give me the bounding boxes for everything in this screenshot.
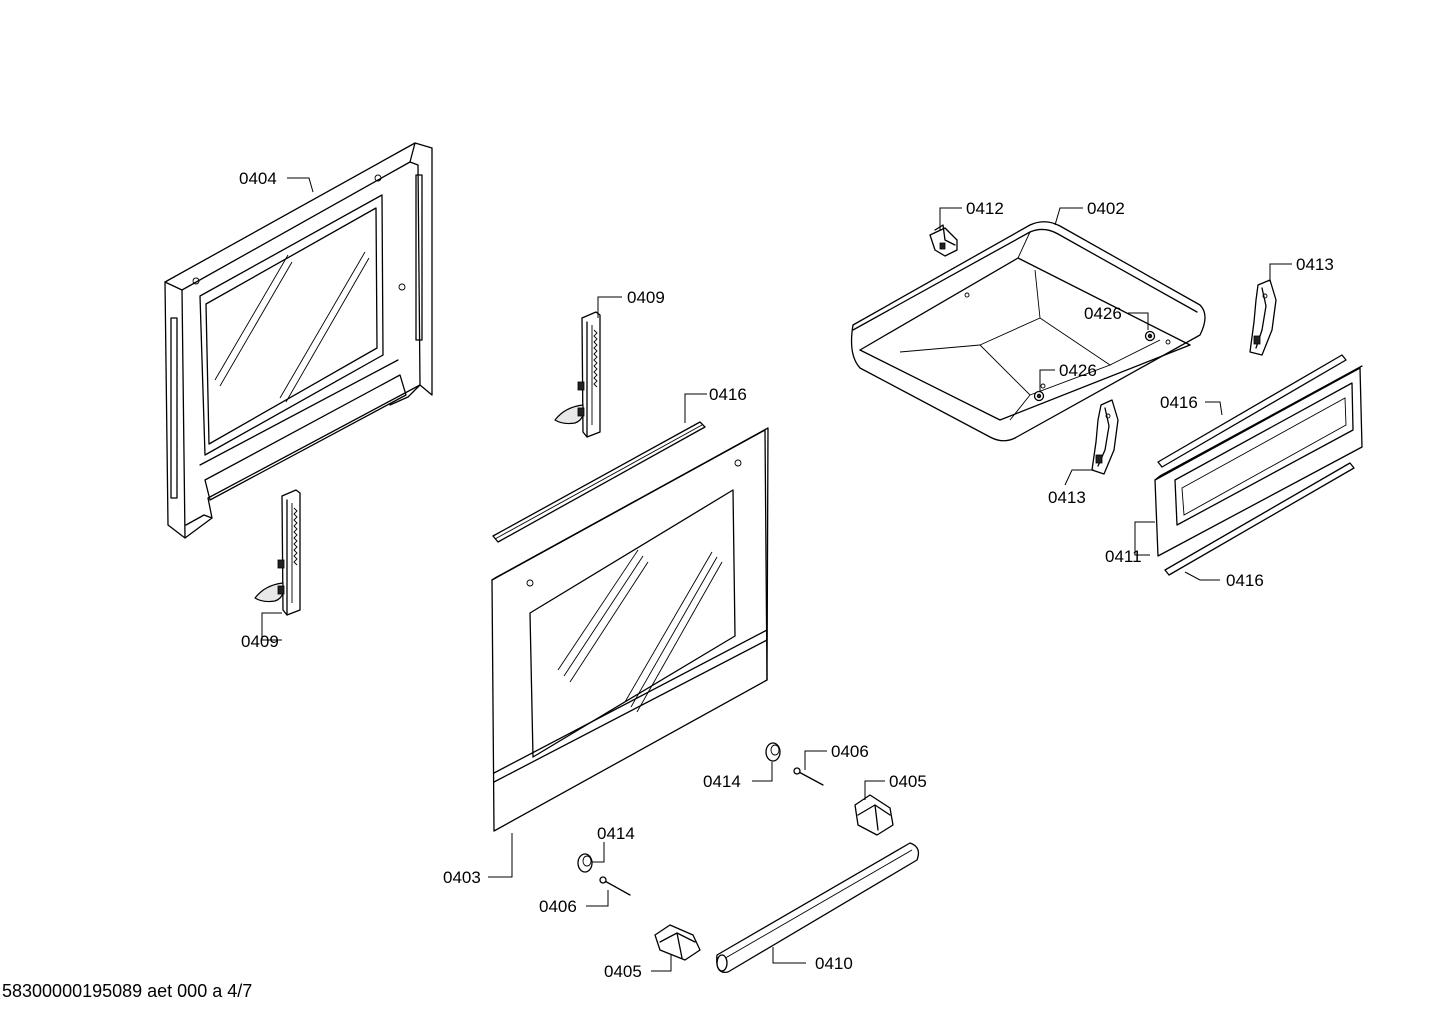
label-0413-top: 0413 (1296, 255, 1334, 274)
part-0410-handle-bar (716, 842, 920, 974)
part-0412-clip (929, 224, 958, 257)
part-labels: 0404 0409 0409 0416 0412 0402 0413 0426 … (239, 169, 1334, 981)
label-0412: 0412 (966, 199, 1004, 218)
label-0414-a: 0414 (703, 772, 741, 791)
label-0409-bottom: 0409 (241, 632, 279, 651)
label-0416-right: 0416 (1160, 393, 1198, 412)
part-0413-bracket-top (1249, 279, 1277, 356)
label-0413-bottom: 0413 (1048, 488, 1086, 507)
part-0409-hinge-upper (554, 311, 601, 438)
label-0405-a: 0405 (889, 772, 927, 791)
label-0406-b: 0406 (539, 897, 577, 916)
label-0416-low: 0416 (1226, 571, 1264, 590)
part-0416-seal-strip-middle (492, 421, 706, 543)
label-0426-b: 0426 (1059, 361, 1097, 380)
part-0416-seal-strip-right-lower (1164, 462, 1355, 576)
label-0410: 0410 (815, 954, 853, 973)
label-0416-middle: 0416 (709, 385, 747, 404)
part-0405-cap-left (654, 924, 701, 961)
part-0406-screw-right (793, 767, 824, 786)
part-0416-seal-strip-right-upper (1157, 354, 1347, 468)
part-0409-hinge-lower (254, 489, 301, 616)
label-0409-top: 0409 (627, 288, 665, 307)
label-0403: 0403 (443, 868, 481, 887)
part-0403-outer-door (491, 427, 769, 832)
part-0405-cap-right (854, 794, 894, 836)
label-0411: 0411 (1105, 547, 1142, 566)
label-0414-b: 0414 (597, 824, 635, 843)
label-0426-a: 0426 (1084, 304, 1122, 323)
label-0402: 0402 (1087, 199, 1125, 218)
leader-lines (261, 177, 1292, 972)
part-0414-knob-right (765, 742, 781, 762)
part-0411-drawer-front (1154, 365, 1363, 557)
part-0404-inner-door-frame (164, 142, 433, 539)
part-0413-bracket-bottom (1091, 399, 1119, 475)
part-0406-screw-left (599, 876, 631, 896)
label-0404: 0404 (239, 169, 277, 188)
part-0414-knob-left (577, 853, 593, 873)
drawing-id-footer: 58300000195089 aet 000 a 4/7 (2, 981, 252, 1001)
label-0405-b: 0405 (604, 962, 642, 981)
part-0402-drawer-tray (850, 221, 1206, 442)
label-0406-a: 0406 (831, 742, 869, 761)
